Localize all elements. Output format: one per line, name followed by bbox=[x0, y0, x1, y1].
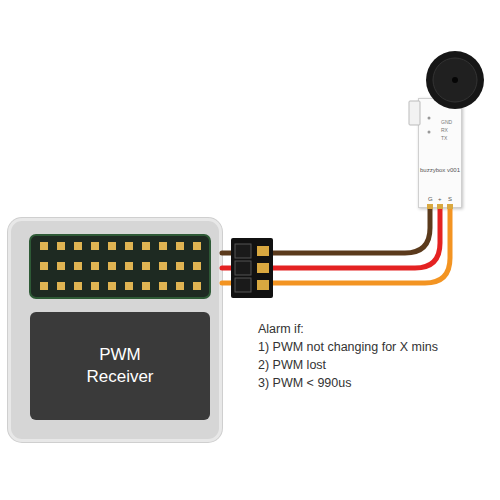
header-pin bbox=[159, 282, 167, 290]
header-pin bbox=[159, 242, 167, 250]
note-text: 3) PWM < 990us bbox=[258, 376, 351, 390]
board-pad bbox=[447, 204, 453, 209]
header-pin bbox=[40, 282, 48, 290]
buzzer bbox=[426, 51, 484, 109]
board-name: buzzybox v001 bbox=[420, 167, 460, 173]
header-pins bbox=[40, 242, 201, 290]
header-pin bbox=[108, 262, 116, 270]
board-pad bbox=[427, 204, 433, 209]
header-pin bbox=[91, 282, 99, 290]
side-connector bbox=[409, 101, 420, 125]
buzzer-hole bbox=[452, 77, 458, 83]
note-text: 1) PWM not changing for X mins bbox=[258, 340, 438, 354]
connector-contact bbox=[257, 263, 269, 273]
header-pin bbox=[193, 242, 201, 250]
header-pin bbox=[193, 262, 201, 270]
header-pin bbox=[176, 262, 184, 270]
buzzer-board: buzzybox v001 bbox=[418, 98, 462, 208]
header-pin bbox=[125, 242, 133, 250]
header-pin bbox=[125, 282, 133, 290]
header-pin bbox=[40, 242, 48, 250]
pin-header bbox=[30, 235, 210, 298]
board-via bbox=[428, 131, 431, 134]
header-pin bbox=[74, 282, 82, 290]
note-text: 2) PWM lost bbox=[258, 358, 326, 372]
connector-slot bbox=[235, 244, 251, 258]
servo-connector bbox=[231, 238, 273, 298]
header-pin bbox=[142, 242, 150, 250]
pin-name: RX bbox=[441, 127, 448, 133]
connector-slot bbox=[235, 278, 251, 292]
buzzer-top bbox=[433, 58, 477, 102]
header-pin bbox=[176, 242, 184, 250]
header-pin bbox=[193, 282, 201, 290]
pin-name: S bbox=[448, 196, 452, 202]
header-pin bbox=[91, 262, 99, 270]
board-via bbox=[428, 117, 431, 120]
header-pin bbox=[91, 242, 99, 250]
header-pin bbox=[125, 262, 133, 270]
pin-name: + bbox=[438, 196, 442, 202]
header-pin bbox=[74, 242, 82, 250]
header-pin bbox=[57, 242, 65, 250]
connector-slot bbox=[235, 261, 251, 275]
header-pin bbox=[108, 282, 116, 290]
header-pin bbox=[57, 282, 65, 290]
pin-name: GND bbox=[441, 119, 452, 125]
board-pad bbox=[437, 204, 443, 209]
module-name: PWM Receiver bbox=[30, 312, 210, 420]
note-text: Alarm if: bbox=[258, 322, 304, 336]
header-pin bbox=[108, 242, 116, 250]
header-pin bbox=[142, 282, 150, 290]
header-pin bbox=[40, 262, 48, 270]
connector-contact bbox=[257, 246, 269, 256]
header-pin bbox=[142, 262, 150, 270]
header-pin bbox=[159, 262, 167, 270]
connector-contact bbox=[257, 280, 269, 290]
header-pin bbox=[176, 282, 184, 290]
pin-name: G bbox=[428, 196, 433, 202]
header-pin bbox=[74, 262, 82, 270]
header-pin bbox=[57, 262, 65, 270]
pin-name: TX bbox=[441, 135, 447, 141]
